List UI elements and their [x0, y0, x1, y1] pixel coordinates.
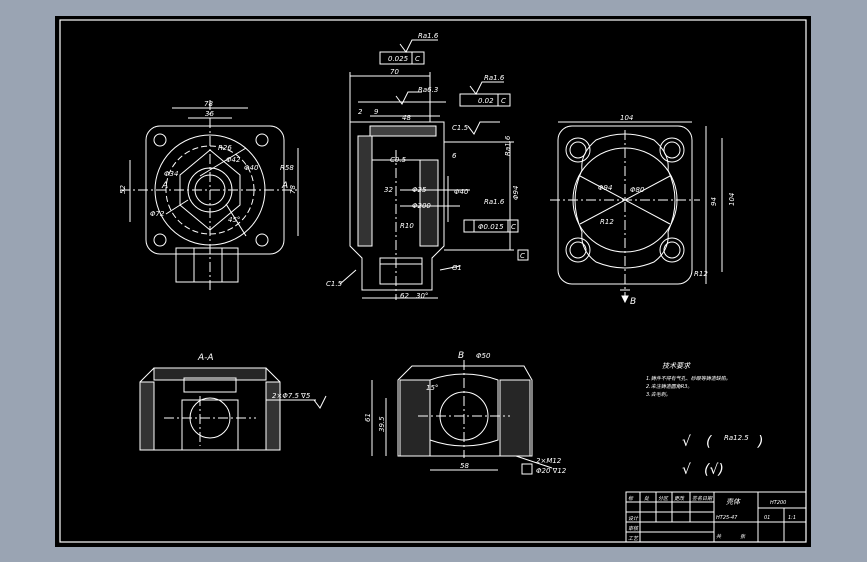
tb-c4: 更改	[674, 495, 685, 502]
tolerance-002: 0.02	[478, 97, 494, 105]
notes-line-3: 3.去毛刺。	[646, 391, 671, 398]
dim-b-61: 61	[364, 413, 372, 422]
dim-phi200: Φ200	[412, 202, 431, 210]
roughness-ra63: Ra6.3	[418, 86, 438, 94]
roughness-paren-close: )	[757, 434, 763, 450]
tolerance-0015-datum: C	[511, 223, 516, 231]
section-a-a	[139, 367, 327, 451]
b-hole-note-2: Φ20 ∇12	[536, 467, 567, 475]
dim-c15-b: C1.5	[326, 280, 343, 288]
dim-right-94: 94	[710, 197, 718, 206]
dim-c15-a: C1.5	[452, 124, 469, 132]
section-view-middle	[339, 39, 529, 300]
dim-phi94: Φ94	[512, 186, 520, 200]
section-title-a-a: A-A	[197, 353, 214, 363]
tb-c3: 分区	[658, 495, 669, 502]
roughness-symbol-2: √	[682, 462, 691, 478]
dim-c05: C0.5	[390, 156, 407, 164]
dim-phi72: Φ72	[150, 210, 165, 218]
dim-b-15deg: 15°	[426, 384, 438, 392]
tb-c6: 日期	[702, 495, 713, 502]
roughness-symbol-1: √	[682, 434, 691, 450]
roughness-ra16-b: Ra1.6	[484, 74, 505, 82]
right-view	[550, 121, 723, 304]
dim-r58: R58	[280, 164, 294, 172]
tb-material: HT25-47	[716, 515, 738, 521]
top-view-left	[120, 100, 300, 292]
dim-r26: R26	[218, 144, 232, 152]
dim-phi25: Φ25	[412, 186, 427, 194]
dim-side-height: 52	[119, 185, 127, 194]
dim-right-height: 78	[289, 185, 297, 194]
tb-review: 审核	[628, 525, 639, 532]
dim-48: 48	[402, 114, 411, 122]
aa-hole-note: 2×Φ7.5 ∇5	[272, 392, 311, 400]
dim-right-104: 104	[620, 114, 633, 122]
dim-right-phi94: Φ94	[598, 184, 612, 192]
dim-9: 9	[374, 108, 379, 116]
roughness-ra16-a: Ra1.6	[418, 32, 439, 40]
tb-sheet-1: 共	[716, 533, 722, 540]
title-block	[625, 491, 807, 543]
dim-32: 32	[384, 186, 393, 194]
roughness-ra16-c: Ra1.6	[484, 198, 505, 206]
view-label-b: B	[630, 297, 636, 307]
tolerance-0015: Φ0.015	[478, 223, 504, 231]
tolerance-0025: 0.025	[388, 55, 409, 63]
dim-right-104-v: 104	[728, 193, 736, 206]
tb-c5: 签名	[692, 495, 703, 502]
dim-70: 70	[390, 68, 399, 76]
dim-phi40: Φ40	[244, 164, 259, 172]
roughness-ra125: Ra12.5	[724, 434, 749, 442]
tb-c1: 标	[628, 495, 634, 502]
dim-45: 45°	[228, 216, 240, 224]
dim-right-r12-a: R12	[600, 218, 614, 226]
dim-2: 2	[358, 108, 363, 116]
dim-right-phi80: Φ80	[630, 186, 645, 194]
dim-top-inner: 36	[205, 110, 214, 118]
dim-r10: R10	[400, 222, 414, 230]
tb-sheet-2: 张	[740, 533, 746, 540]
view-b	[371, 360, 553, 475]
datum-c: C	[520, 252, 525, 260]
roughness-ra16-d: Ra1.6	[504, 135, 512, 156]
tb-scale: 1:1	[788, 515, 796, 521]
tolerance-002-datum: C	[501, 97, 506, 105]
tb-c2: 处	[644, 495, 650, 502]
tb-code: HT200	[770, 500, 786, 506]
view-title-b: B	[458, 351, 464, 361]
section-label-a-right: A	[281, 181, 288, 191]
roughness-paren-open: (	[706, 434, 712, 450]
section-label-a-left: A	[161, 181, 168, 191]
dim-phi42: Φ42	[226, 156, 241, 164]
b-hole-note: 2×M12	[536, 457, 562, 465]
sheet-border	[59, 19, 807, 543]
tb-part-name: 壳体	[726, 498, 741, 506]
dim-phi40-v: Φ40	[454, 188, 469, 196]
notes-line-1: 1.铸件不得有气孔、砂眼等铸造缺陷。	[646, 375, 731, 382]
tb-number: 01	[764, 515, 770, 521]
dim-g1: G1	[452, 264, 462, 272]
notes-title: 技术要求	[662, 362, 691, 370]
dim-b-58: 58	[460, 462, 469, 470]
dim-b-phi50: Φ50	[476, 352, 491, 360]
tb-process: 工艺	[628, 535, 639, 542]
roughness-paren-2: (√)	[704, 462, 724, 478]
dim-30deg: 30°	[416, 292, 428, 300]
dim-top-width: 78	[204, 100, 213, 108]
tb-design: 设计	[628, 515, 639, 522]
dim-6: 6	[452, 152, 457, 160]
tolerance-0025-datum: C	[415, 55, 420, 63]
notes-line-2: 2.未注铸造圆角R3。	[646, 383, 692, 390]
drawing-sheet	[55, 16, 811, 547]
dim-right-r12-b: R12	[694, 270, 708, 278]
dim-phi34: Φ34	[164, 170, 178, 178]
dim-62: 62	[400, 292, 409, 300]
dim-b-395: 39.5	[378, 416, 386, 432]
